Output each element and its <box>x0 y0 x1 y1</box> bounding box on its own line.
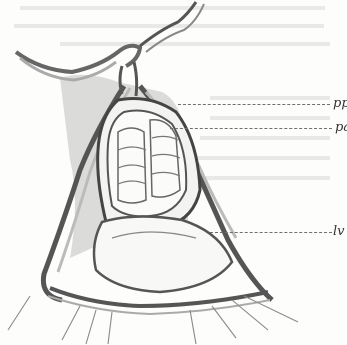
lv-vesicle <box>94 216 232 292</box>
label-pp: pp <box>333 97 347 110</box>
label-lv: lv <box>333 225 345 238</box>
label-pa: pa <box>335 121 347 134</box>
lv-leader <box>210 232 332 233</box>
pa-leader <box>170 128 332 129</box>
pp-leader <box>178 104 330 105</box>
